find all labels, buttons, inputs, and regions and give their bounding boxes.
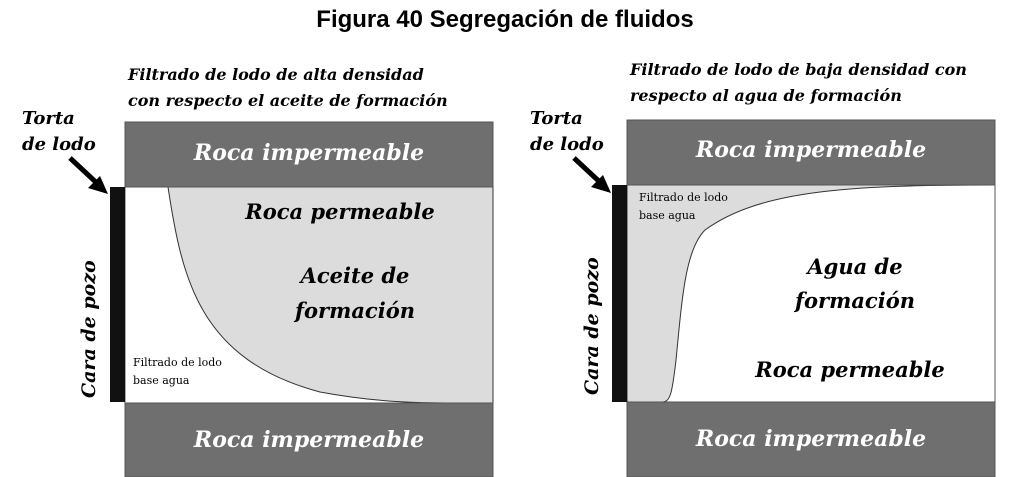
right-top-impermeable-rock <box>626 119 996 186</box>
left-header-line1: Filtrado de lodo de alta densidad <box>127 65 424 84</box>
right-header-line2: respecto al agua de formación <box>630 86 902 105</box>
left-permeable-rock-label: Roca permeable <box>244 199 434 224</box>
figure-title: Figura 40 Segregación de fluidos <box>316 6 694 33</box>
left-fluid-label-line2: formación <box>293 298 415 323</box>
right-filtrate-region <box>626 184 996 403</box>
left-panel: Filtrado de lodo de alta densidad con re… <box>22 65 494 477</box>
left-mudcake <box>110 187 125 402</box>
left-header-line2: con respecto el aceite de formación <box>128 91 448 110</box>
right-header-line1: Filtrado de lodo de baja densidad con <box>629 60 967 79</box>
left-bottom-impermeable-rock <box>124 402 494 477</box>
left-top-rock-label: Roca impermeable <box>193 140 424 166</box>
right-panel: Filtrado de lodo de baja densidad con re… <box>530 60 996 477</box>
right-mudcake-label-line1: Torta <box>530 108 583 129</box>
right-mudcake-arrow-head <box>591 175 611 193</box>
right-wellbore-label: Cara de pozo <box>581 257 603 395</box>
left-mudcake-label-line2: de lodo <box>22 134 96 155</box>
right-bottom-rock-label: Roca impermeable <box>695 426 926 452</box>
right-filtrate-label-line2: base agua <box>639 209 696 222</box>
left-filtrate-label-line2: base agua <box>133 374 190 387</box>
left-wellbore-label: Cara de pozo <box>78 260 100 398</box>
right-filtrate-label-line1: Filtrado de lodo <box>639 191 728 204</box>
right-permeable-rock-label: Roca permeable <box>754 357 944 382</box>
right-mudcake-label-line2: de lodo <box>530 134 604 155</box>
left-top-impermeable-rock <box>124 121 494 188</box>
right-fluid-label-line1: Agua de <box>805 254 902 279</box>
right-mudcake <box>612 185 627 402</box>
right-fluid-label-line2: formación <box>793 288 915 313</box>
right-top-rock-label: Roca impermeable <box>695 137 926 163</box>
right-bottom-impermeable-rock <box>626 401 996 477</box>
left-fluid-label-line1: Aceite de <box>299 263 410 288</box>
left-bottom-rock-label: Roca impermeable <box>193 427 424 453</box>
left-mudcake-label-line1: Torta <box>22 108 75 129</box>
left-filtrate-label-line1: Filtrado de lodo <box>133 356 222 369</box>
left-mudcake-arrow-head <box>88 176 108 194</box>
